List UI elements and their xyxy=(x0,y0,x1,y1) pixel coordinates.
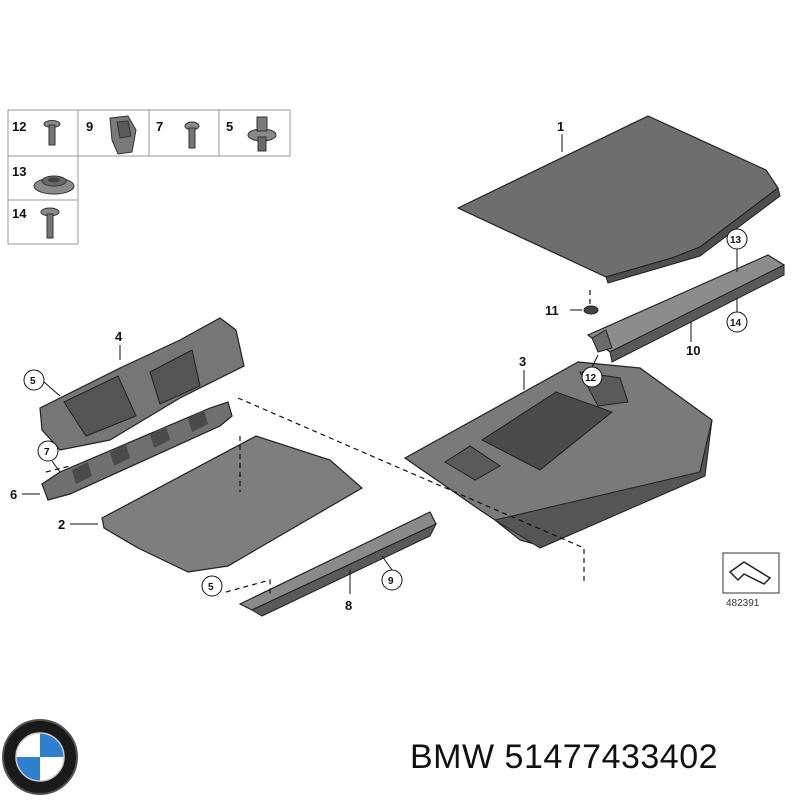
circled-12: 12 xyxy=(585,373,597,384)
diagram-reference-number: 482391 xyxy=(726,598,760,609)
legend-num-12: 12 xyxy=(12,119,26,134)
circled-5a: 5 xyxy=(30,376,36,387)
orientation-box xyxy=(722,552,780,594)
callout-6: 6 xyxy=(10,487,17,502)
callout-8: 8 xyxy=(345,598,352,613)
part-1-floor-panel: 1 xyxy=(456,115,781,284)
expanding-rivet-icon xyxy=(247,116,277,152)
screw-icon xyxy=(184,121,200,149)
clip-icon xyxy=(109,115,137,155)
screw-icon xyxy=(43,120,61,146)
part-10-trim-strip: 10 xyxy=(586,254,786,363)
circled-9: 9 xyxy=(388,576,394,587)
legend-num-9: 9 xyxy=(86,119,93,134)
part-8-sill-trim: 8 xyxy=(238,511,438,617)
legend-num-7: 7 xyxy=(156,119,163,134)
legend-num-14: 14 xyxy=(12,206,27,221)
screw-icon xyxy=(40,207,60,239)
part-11-washer: 11 xyxy=(545,303,599,318)
circled-14: 14 xyxy=(730,318,742,329)
part-3-storage-tray: 3 xyxy=(403,354,713,549)
callout-2: 2 xyxy=(58,517,65,532)
callout-1: 1 xyxy=(557,119,564,134)
circled-7: 7 xyxy=(44,447,50,458)
circled-13: 13 xyxy=(730,235,742,246)
part-6-bracket: 6 xyxy=(10,401,233,502)
part-number-caption: BMW 51477433402 xyxy=(410,738,719,776)
grommet-icon xyxy=(33,175,75,195)
legend-num-5: 5 xyxy=(226,119,233,134)
callout-10: 10 xyxy=(686,343,700,358)
bmw-logo xyxy=(2,719,78,795)
callout-11: 11 xyxy=(545,303,559,318)
part-4-side-panel: 4 xyxy=(39,317,245,451)
circled-5b: 5 xyxy=(208,582,214,593)
legend-table: 12 9 7 5 13 14 xyxy=(7,109,291,245)
callout-3: 3 xyxy=(519,354,526,369)
circled-labels: 5 7 5 9 12 13 14 xyxy=(23,228,748,597)
callout-4: 4 xyxy=(115,329,123,344)
legend-num-13: 13 xyxy=(12,164,26,179)
part-2-floor-mat: 2 xyxy=(58,435,364,573)
